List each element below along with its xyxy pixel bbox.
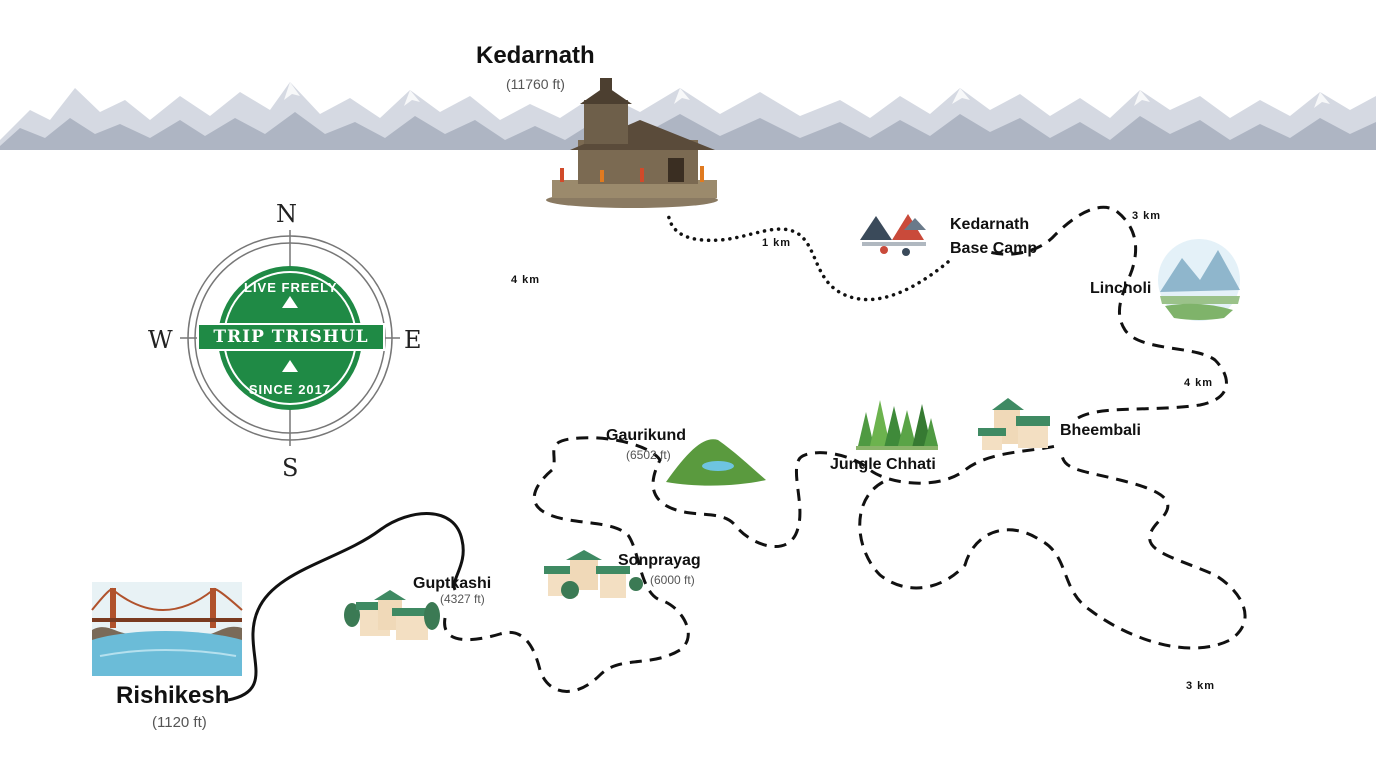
- logo-name: TRIP TRISHUL: [213, 327, 369, 347]
- gaurikund-altitude: (6502 ft): [626, 448, 671, 462]
- kedarnath-label: Kedarnath: [476, 42, 595, 69]
- houses-icon: [344, 590, 440, 640]
- rishikesh-label: Rishikesh: [116, 682, 230, 709]
- guptkashi-altitude: (4327 ft): [440, 592, 485, 606]
- sonprayag-altitude: (6000 ft): [650, 573, 695, 587]
- basecamp-label-line1: Kedarnath: [950, 216, 1030, 233]
- compass-west: W: [148, 326, 173, 354]
- trip-trishul-logo: [197, 266, 385, 410]
- distance-kedarnath-basecamp: 1 km: [762, 237, 792, 249]
- rishikesh-altitude: (1120 ft): [152, 714, 207, 731]
- houses-icon: [978, 398, 1050, 450]
- route-guptkashi-bheembali: [443, 436, 1061, 693]
- logo-bottom-text: SINCE 2017: [248, 382, 332, 397]
- route-rishikesh-guptkashi: [227, 512, 465, 702]
- guptkashi-label: Guptkashi: [413, 575, 492, 592]
- route-basecamp-kedarnath: [666, 210, 950, 302]
- lake-hill-icon: [666, 439, 766, 486]
- mountain-range-icon: [0, 82, 1376, 150]
- distance-gaurikund-leg: 4 km: [511, 274, 541, 286]
- compass-south: S: [282, 454, 299, 482]
- lincholi-label: Lincholi: [1090, 280, 1152, 297]
- temple-icon: [546, 78, 718, 208]
- bridge-icon: [91, 582, 243, 676]
- valley-icon: [1158, 239, 1240, 321]
- jungle-chhati-label: Jungle Chhati: [830, 456, 936, 473]
- logo-top-text: LIVE FREELY: [244, 280, 338, 295]
- sonprayag-label: Sonprayag: [618, 552, 701, 569]
- route-jungle-chhati-loop: [858, 449, 1247, 650]
- basecamp-label-line2: Base Camp: [950, 240, 1038, 257]
- distance-lincholi-bheembali: 4 km: [1184, 377, 1214, 389]
- kedarnath-altitude: (11760 ft): [506, 76, 565, 92]
- bheembali-label: Bheembali: [1060, 422, 1141, 439]
- distance-basecamp-lincholi: 3 km: [1132, 210, 1162, 222]
- houses-icon: [544, 550, 643, 599]
- distance-bheembali-jungle-chhati: 3 km: [1186, 680, 1216, 692]
- tents-icon: [860, 214, 926, 256]
- forest-icon: [856, 400, 938, 450]
- compass-north: N: [276, 200, 297, 228]
- compass-east: E: [404, 326, 422, 354]
- route-bheembali-basecamp: [989, 205, 1228, 420]
- gaurikund-label: Gaurikund: [606, 427, 687, 444]
